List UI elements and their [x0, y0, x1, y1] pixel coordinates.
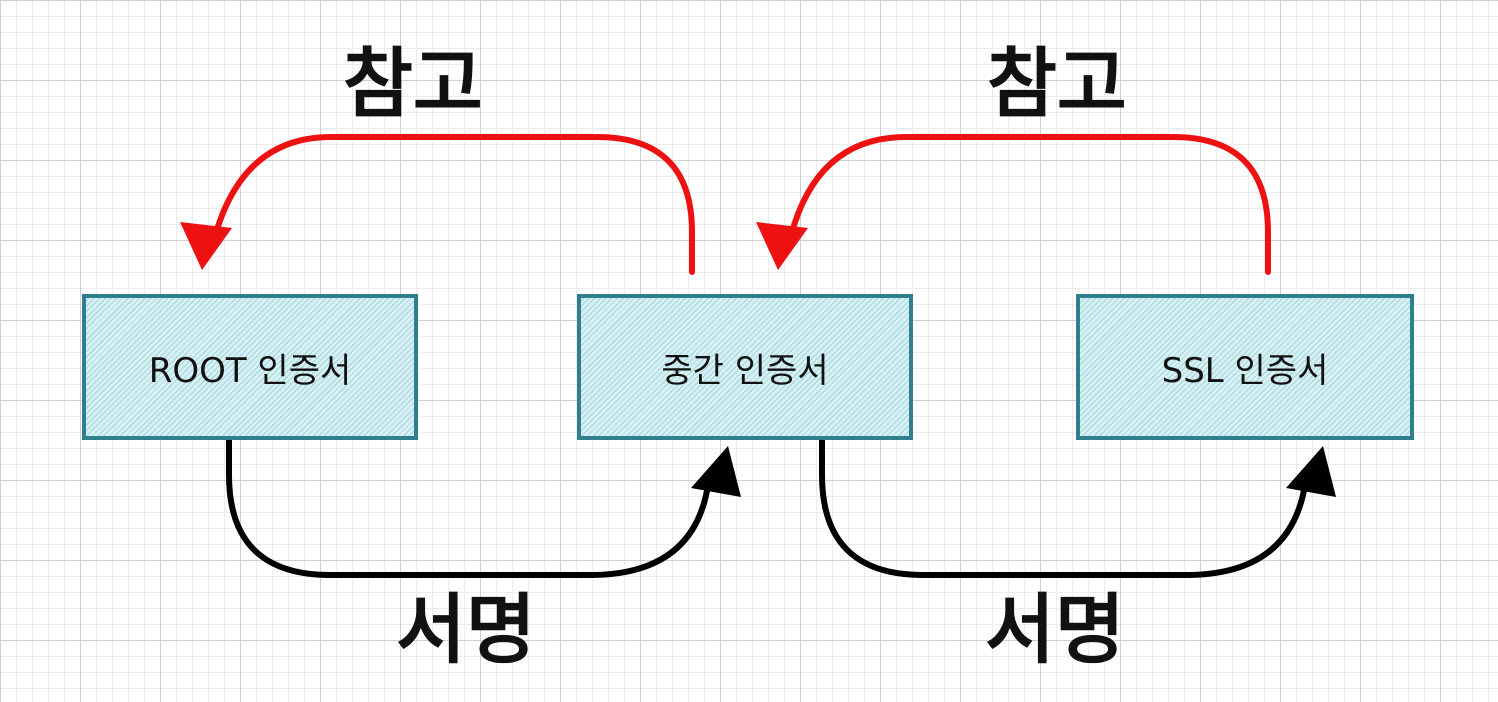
sign-label-left: 서명	[396, 585, 536, 674]
reference-label-right: 참고	[987, 39, 1127, 128]
intermediate-certificate-label: 중간 인증서	[661, 350, 829, 391]
reference-arrowhead-root	[180, 222, 232, 270]
reference-label-left: 참고	[343, 39, 483, 128]
ssl-certificate-box: SSL 인증서	[1076, 294, 1414, 440]
root-certificate-box: ROOT 인증서	[82, 294, 418, 440]
intermediate-certificate-box: 중간 인증서	[577, 294, 913, 440]
reference-arrow-intermediate-to-root	[209, 134, 695, 275]
sign-arrow-intermediate-to-ssl	[819, 437, 1308, 578]
sign-arrowhead-ssl	[1286, 446, 1336, 497]
sign-arrow-root-to-intermediate	[226, 437, 711, 578]
reference-arrow-ssl-to-intermediate	[785, 134, 1271, 275]
root-certificate-label: ROOT 인증서	[148, 350, 352, 391]
sign-arrowhead-intermediate	[691, 446, 741, 497]
sign-label-right: 서명	[985, 585, 1125, 674]
ssl-certificate-label: SSL 인증서	[1161, 350, 1329, 391]
reference-arrowhead-intermediate	[756, 222, 808, 270]
